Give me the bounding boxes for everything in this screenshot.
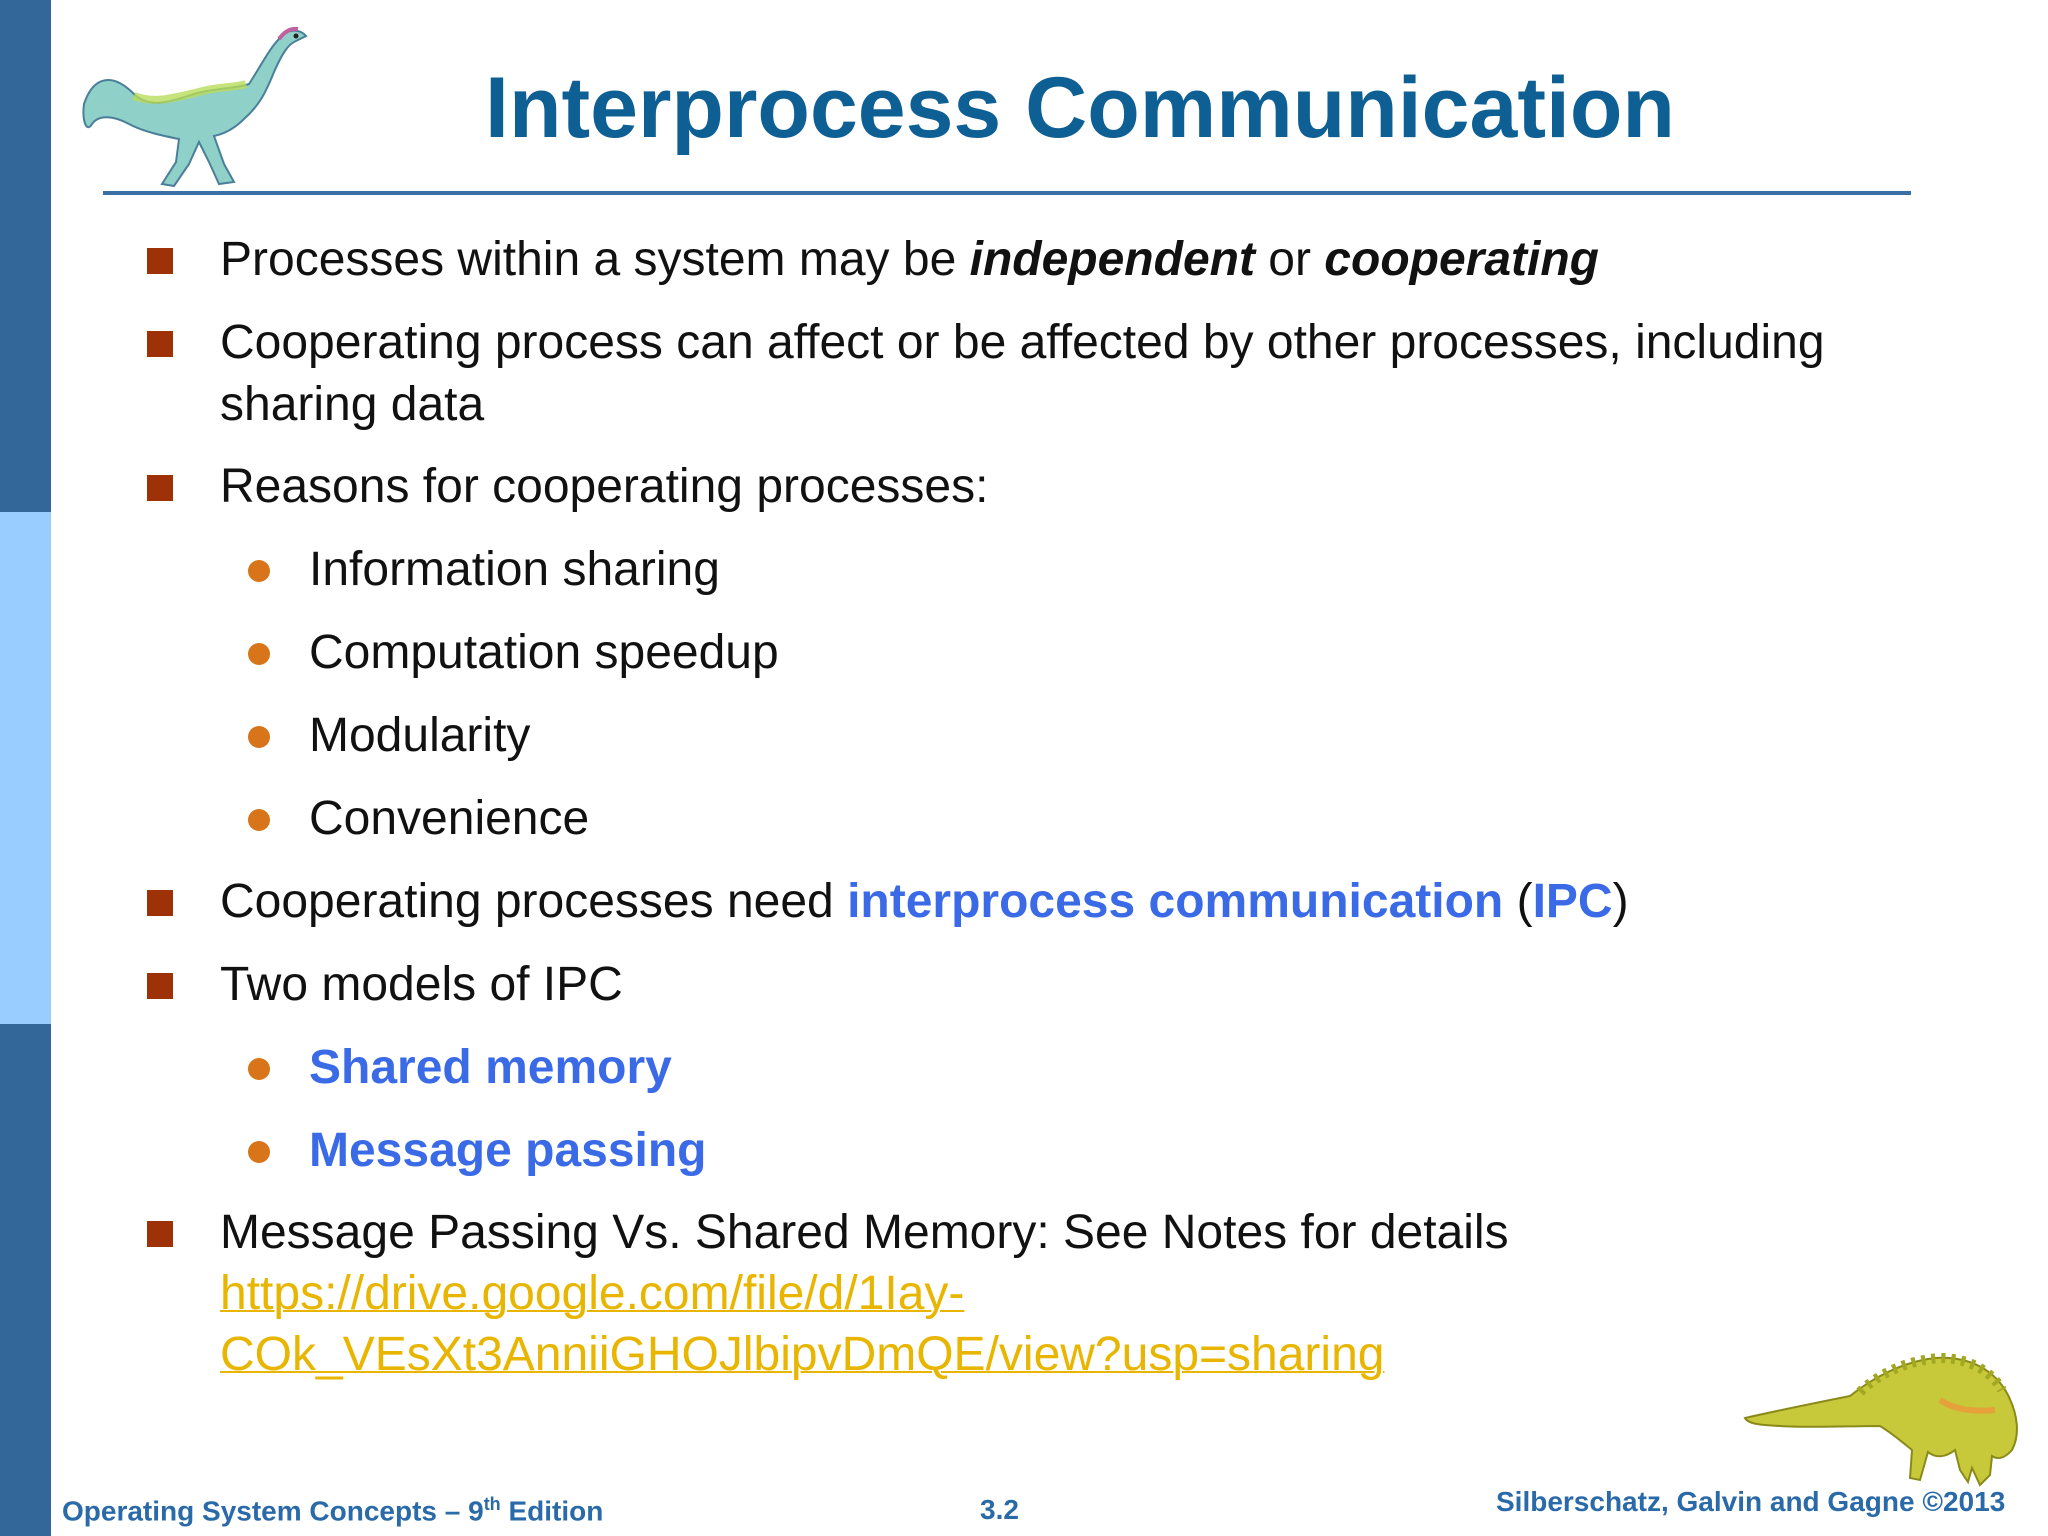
notes-link-line1[interactable]: https://drive.google.com/file/d/1Iay- bbox=[220, 1267, 965, 1320]
bullet-cooperating-line2: sharing data bbox=[220, 378, 485, 431]
round-bullet-icon bbox=[248, 726, 270, 748]
side-bar-bottom bbox=[0, 1024, 51, 1536]
round-bullet-icon bbox=[248, 809, 270, 831]
footer-book-title: Operating System Concepts – 9th Edition bbox=[62, 1494, 603, 1527]
sub-bullet-message-passing: Message passing bbox=[309, 1124, 707, 1177]
round-bullet-icon bbox=[248, 560, 270, 582]
square-bullet-icon bbox=[147, 1221, 173, 1247]
round-bullet-icon bbox=[248, 1058, 270, 1080]
emphasis-cooperating: cooperating bbox=[1324, 233, 1599, 286]
footer-authors: Silberschatz, Galvin and Gagne ©2013 bbox=[1496, 1486, 2006, 1517]
footer-book-title-sup: th bbox=[483, 1494, 501, 1514]
sub-bullet-shared-memory: Shared memory bbox=[309, 1041, 672, 1094]
bullet-text: ( bbox=[1503, 875, 1533, 928]
emphasis-independent: independent bbox=[969, 233, 1255, 286]
bullet-see-notes: Message Passing Vs. Shared Memory: See N… bbox=[220, 1206, 1509, 1259]
notes-link-line2[interactable]: COk_VEsXt3AnniiGHOJlbipvDmQE/view?usp=sh… bbox=[220, 1328, 1385, 1381]
round-bullet-icon bbox=[248, 1141, 270, 1163]
side-bar-top bbox=[0, 0, 51, 512]
side-bar-middle bbox=[0, 512, 51, 1024]
footer-slide-number: 3.2 bbox=[980, 1494, 1019, 1525]
sub-bullet-modularity: Modularity bbox=[309, 709, 531, 762]
dinosaur-bottom-right-icon bbox=[1743, 1352, 2018, 1487]
bullet-independent-cooperating: Processes within a system may be indepen… bbox=[220, 230, 1599, 290]
sub-bullet-computation-speedup: Computation speedup bbox=[309, 626, 779, 679]
square-bullet-icon bbox=[147, 475, 173, 501]
square-bullet-icon bbox=[147, 248, 173, 274]
highlight-interprocess-communication: interprocess communication bbox=[847, 875, 1504, 928]
bullet-text: ) bbox=[1612, 875, 1629, 928]
square-bullet-icon bbox=[147, 890, 173, 916]
slide-title: Interprocess Communication bbox=[485, 60, 1675, 156]
bullet-text: Processes within a system may be bbox=[220, 233, 970, 286]
bullet-cooperating-line1: Cooperating process can affect or be aff… bbox=[220, 316, 1825, 369]
square-bullet-icon bbox=[147, 973, 173, 999]
sub-bullet-information-sharing: Information sharing bbox=[309, 543, 720, 596]
round-bullet-icon bbox=[248, 643, 270, 665]
side-bar bbox=[0, 0, 51, 1536]
bullet-text: or bbox=[1254, 233, 1325, 286]
title-divider bbox=[103, 191, 1911, 195]
square-bullet-icon bbox=[147, 331, 173, 357]
bullet-text: Cooperating processes need bbox=[220, 875, 848, 928]
footer-book-title-end: Edition bbox=[500, 1495, 604, 1527]
bullet-reasons: Reasons for cooperating processes: bbox=[220, 460, 989, 513]
highlight-ipc: IPC bbox=[1532, 875, 1613, 928]
bullet-ipc-need: Cooperating processes need interprocess … bbox=[220, 872, 1629, 932]
bullet-two-models: Two models of IPC bbox=[220, 958, 623, 1011]
footer-book-title-text: Operating System Concepts – 9 bbox=[62, 1495, 484, 1527]
sub-bullet-convenience: Convenience bbox=[309, 792, 590, 845]
dinosaur-top-left-icon bbox=[82, 26, 308, 188]
